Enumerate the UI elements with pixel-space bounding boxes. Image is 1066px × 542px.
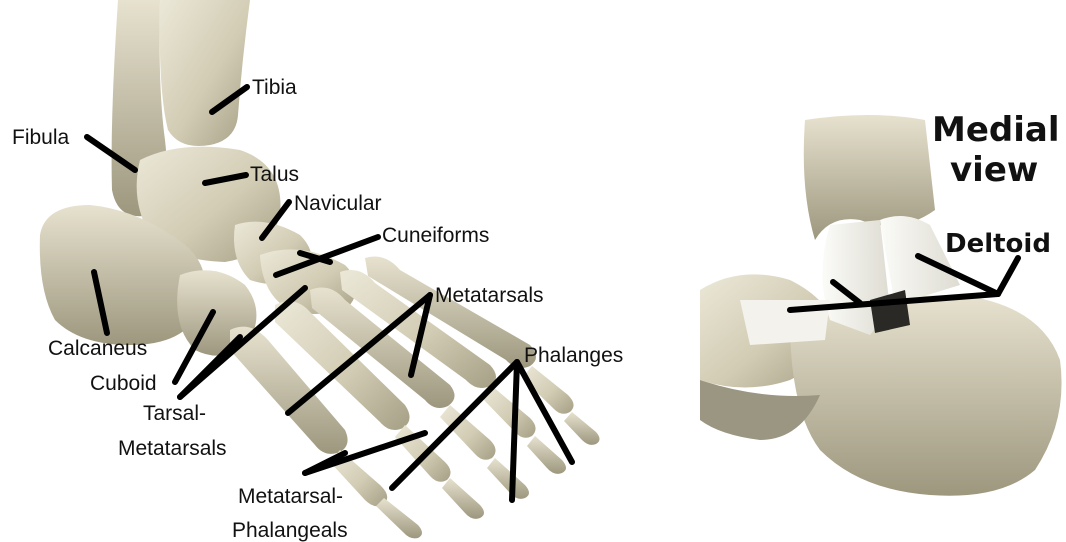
label-medial: Medial: [932, 110, 1059, 150]
medial-calcaneus-bone: [790, 295, 1062, 496]
deltoid-leader-up: [998, 258, 1018, 294]
label-phalanges: Phalanges: [524, 344, 623, 367]
label-metatarsals: Metatarsals: [435, 284, 544, 307]
label-cuboid: Cuboid: [90, 372, 157, 395]
label-cuneiforms: Cuneiforms: [382, 224, 489, 247]
label-navicular: Navicular: [294, 192, 382, 215]
label-tarsal-metatarsals-1: Tarsal-: [143, 402, 206, 425]
label-deltoid: Deltoid: [945, 229, 1051, 259]
label-talus: Talus: [250, 163, 299, 186]
right-labels: Medial view Deltoid: [932, 110, 1059, 259]
label-tarsal-metatarsals-2: Metatarsals: [118, 437, 227, 460]
label-metatarsal-phalangeals-2: Phalangeals: [232, 519, 348, 542]
label-metatarsal-phalangeals-1: Metatarsal-: [238, 485, 343, 508]
tibia-bone: [160, 0, 250, 146]
label-fibula: Fibula: [12, 126, 70, 149]
label-tibia: Tibia: [252, 76, 297, 99]
label-calcaneus: Calcaneus: [48, 337, 147, 360]
label-view: view: [950, 150, 1038, 190]
